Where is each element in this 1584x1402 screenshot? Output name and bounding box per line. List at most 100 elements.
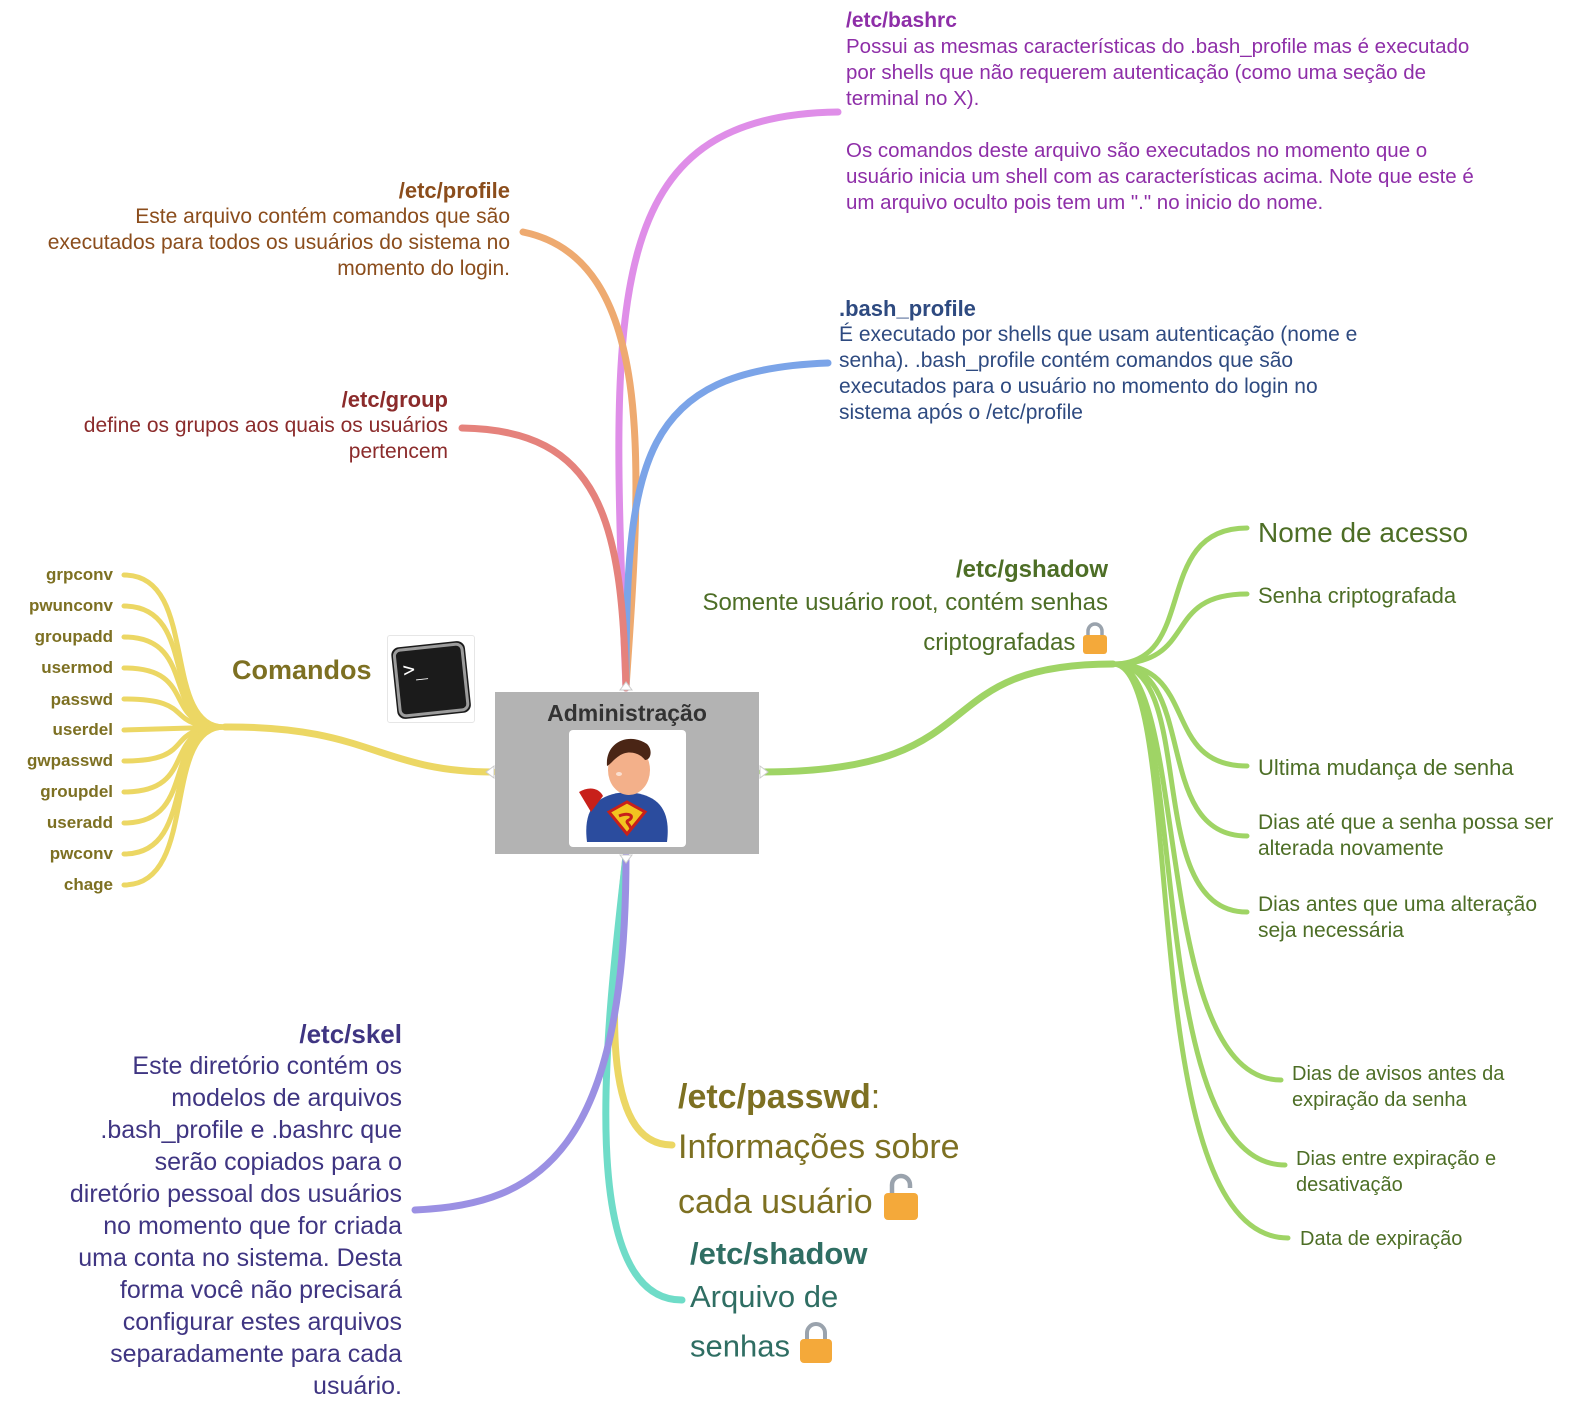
gshadow-field-item[interactable]: Dias de avisos antes da expiração da sen… <box>1292 1063 1505 1111</box>
terminal-icon: >_ <box>387 635 475 723</box>
profile-title: /etc/profile <box>398 178 510 203</box>
bashrc-line: um arquivo oculto pois tem um "." no ini… <box>846 191 1324 214</box>
command-item[interactable]: usermod <box>41 658 113 677</box>
branch-bash-profile <box>622 359 832 692</box>
group-title: /etc/group <box>341 387 448 412</box>
group-node[interactable]: /etc/group define os grupos aos quais os… <box>30 387 448 465</box>
comandos-sub-branches <box>121 572 228 888</box>
skel-node[interactable]: /etc/skel Este diretório contém os model… <box>10 1018 402 1402</box>
bashrc-node[interactable]: /etc/bashrc Possui as mesmas característ… <box>846 8 1546 216</box>
profile-node[interactable]: /etc/profile Este arquivo contém comando… <box>0 178 510 282</box>
gshadow-line-with-lock: criptografadas <box>620 621 1108 666</box>
passwd-line-with-lock: cada usuário <box>678 1172 998 1236</box>
bash-profile-line: senha). .bash_profile contém comandos qu… <box>839 349 1294 372</box>
comandos-label[interactable]: Comandos <box>232 655 372 685</box>
branch-comandos <box>221 723 497 776</box>
profile-line: momento do login. <box>337 257 510 280</box>
branch-group <box>458 424 630 692</box>
chevron-bottom-marker <box>619 854 633 864</box>
skel-line: Este diretório contém os <box>132 1052 402 1080</box>
central-title: Administração <box>547 700 707 726</box>
gshadow-line: criptografadas <box>923 628 1076 656</box>
cmd-link-chage <box>121 724 228 888</box>
gshadow-title: /etc/gshadow <box>955 556 1108 583</box>
field-link-ultima-mudanca <box>1110 661 1250 769</box>
command-item[interactable]: pwconv <box>49 844 113 863</box>
bash-profile-line: sistema após o /etc/profile <box>839 401 1083 424</box>
skel-line: configurar estes arquivos <box>122 1308 402 1336</box>
bash-profile-line: executados para o usuário no momento do … <box>839 375 1318 398</box>
chevron-left-marker <box>485 765 495 779</box>
branch-gshadow <box>758 660 1117 776</box>
command-item[interactable]: gwpasswd <box>27 751 113 770</box>
shadow-title: /etc/shadow <box>690 1236 868 1271</box>
bashrc-blank-line <box>846 112 1546 138</box>
shadow-node[interactable]: /etc/shadow Arquivo de senhas <box>690 1234 950 1377</box>
passwd-line: Informações sobre <box>678 1128 960 1166</box>
command-item[interactable]: useradd <box>46 813 113 832</box>
passwd-line: cada usuário <box>678 1182 873 1221</box>
command-item[interactable]: pwunconv <box>28 596 113 615</box>
bashrc-line: terminal no X). <box>846 87 980 110</box>
passwd-title: /etc/passwd <box>678 1078 871 1116</box>
skel-line: uma conta no sistema. Desta <box>78 1244 402 1272</box>
command-item[interactable]: chage <box>63 875 113 894</box>
field-link-dias-antes <box>1110 661 1250 915</box>
branch-profile <box>519 228 640 692</box>
field-link-nome-de-acesso <box>1110 525 1250 667</box>
chevron-top-marker <box>619 681 633 691</box>
central-node[interactable]: Administração <box>495 692 759 854</box>
gshadow-line: Somente usuário root, contém senhas <box>702 589 1108 616</box>
field-link-dias-avisos <box>1110 661 1284 1083</box>
command-item[interactable]: groupadd <box>34 627 113 646</box>
skel-line: separadamente para cada <box>110 1340 402 1368</box>
field-link-senha-criptografada <box>1110 591 1250 667</box>
gshadow-field-item[interactable]: Nome de acesso <box>1258 517 1469 548</box>
skel-line: serão copiados para o <box>154 1148 402 1176</box>
gshadow-node[interactable]: /etc/gshadow Somente usuário root, conté… <box>620 555 1108 666</box>
branch-shadow <box>602 852 686 1304</box>
profile-line: Este arquivo contém comandos que são <box>135 205 510 228</box>
lock-closed-icon <box>1082 621 1108 666</box>
skel-line: diretório pessoal dos usuários <box>69 1180 402 1208</box>
bash-profile-node[interactable]: .bash_profile É executado por shells que… <box>839 296 1439 426</box>
command-item[interactable]: groupdel <box>40 782 113 801</box>
gshadow-field-item[interactable]: Dias entre expiração e desativação <box>1296 1148 1497 1196</box>
command-item[interactable]: userdel <box>52 720 113 739</box>
bashrc-line: Os comandos deste arquivo são executados… <box>846 139 1428 162</box>
gshadow-field-item[interactable]: Data de expiração <box>1300 1228 1463 1250</box>
skel-line: forma você não precisará <box>119 1276 402 1304</box>
branch-bashrc <box>615 108 842 692</box>
lock-open-icon <box>882 1172 920 1236</box>
group-line: pertencem <box>348 440 448 463</box>
bashrc-line: Possui as mesmas características do .bas… <box>846 35 1470 58</box>
gshadow-sub-branches <box>1110 525 1291 1241</box>
command-item[interactable]: grpconv <box>45 565 113 584</box>
group-line: define os grupos aos quais os usuários <box>83 414 448 437</box>
skel-line: no momento que for criada <box>103 1212 402 1240</box>
shadow-line: Arquivo de <box>690 1279 839 1314</box>
gshadow-field-item[interactable]: Ultima mudança de senha <box>1258 755 1514 780</box>
bashrc-line: por shells que não requerem autenticação… <box>846 61 1427 84</box>
gshadow-field-item[interactable]: Dias até que a senha possa ser alterada … <box>1258 811 1554 860</box>
skel-line: .bash_profile e .bashrc que <box>100 1116 402 1144</box>
lock-closed-icon <box>799 1320 833 1377</box>
shadow-line: senhas <box>690 1328 790 1364</box>
command-item[interactable]: passwd <box>50 690 113 709</box>
field-link-data-expiracao <box>1110 661 1291 1241</box>
passwd-node[interactable]: /etc/passwd: Informações sobre cada usuá… <box>678 1072 998 1236</box>
gshadow-field-item[interactable]: Dias antes que uma alteração seja necess… <box>1258 893 1537 942</box>
gshadow-field-item[interactable]: Senha criptografada <box>1258 583 1457 608</box>
bash-profile-line: É executado por shells que usam autentic… <box>839 323 1358 346</box>
superman-user-icon <box>569 730 686 847</box>
shadow-line-with-lock: senhas <box>690 1320 950 1377</box>
profile-line: executados para todos os usuários do sis… <box>47 231 510 254</box>
branch-skel <box>411 852 630 1214</box>
passwd-colon: : <box>870 1078 881 1116</box>
bashrc-title: /etc/bashrc <box>846 9 957 32</box>
skel-line: modelos de arquivos <box>171 1084 402 1112</box>
field-link-dias-ate <box>1110 661 1250 839</box>
bashrc-line: usuário inicia um shell com as caracterí… <box>846 165 1474 188</box>
passwd-heading: /etc/passwd: <box>678 1072 998 1122</box>
